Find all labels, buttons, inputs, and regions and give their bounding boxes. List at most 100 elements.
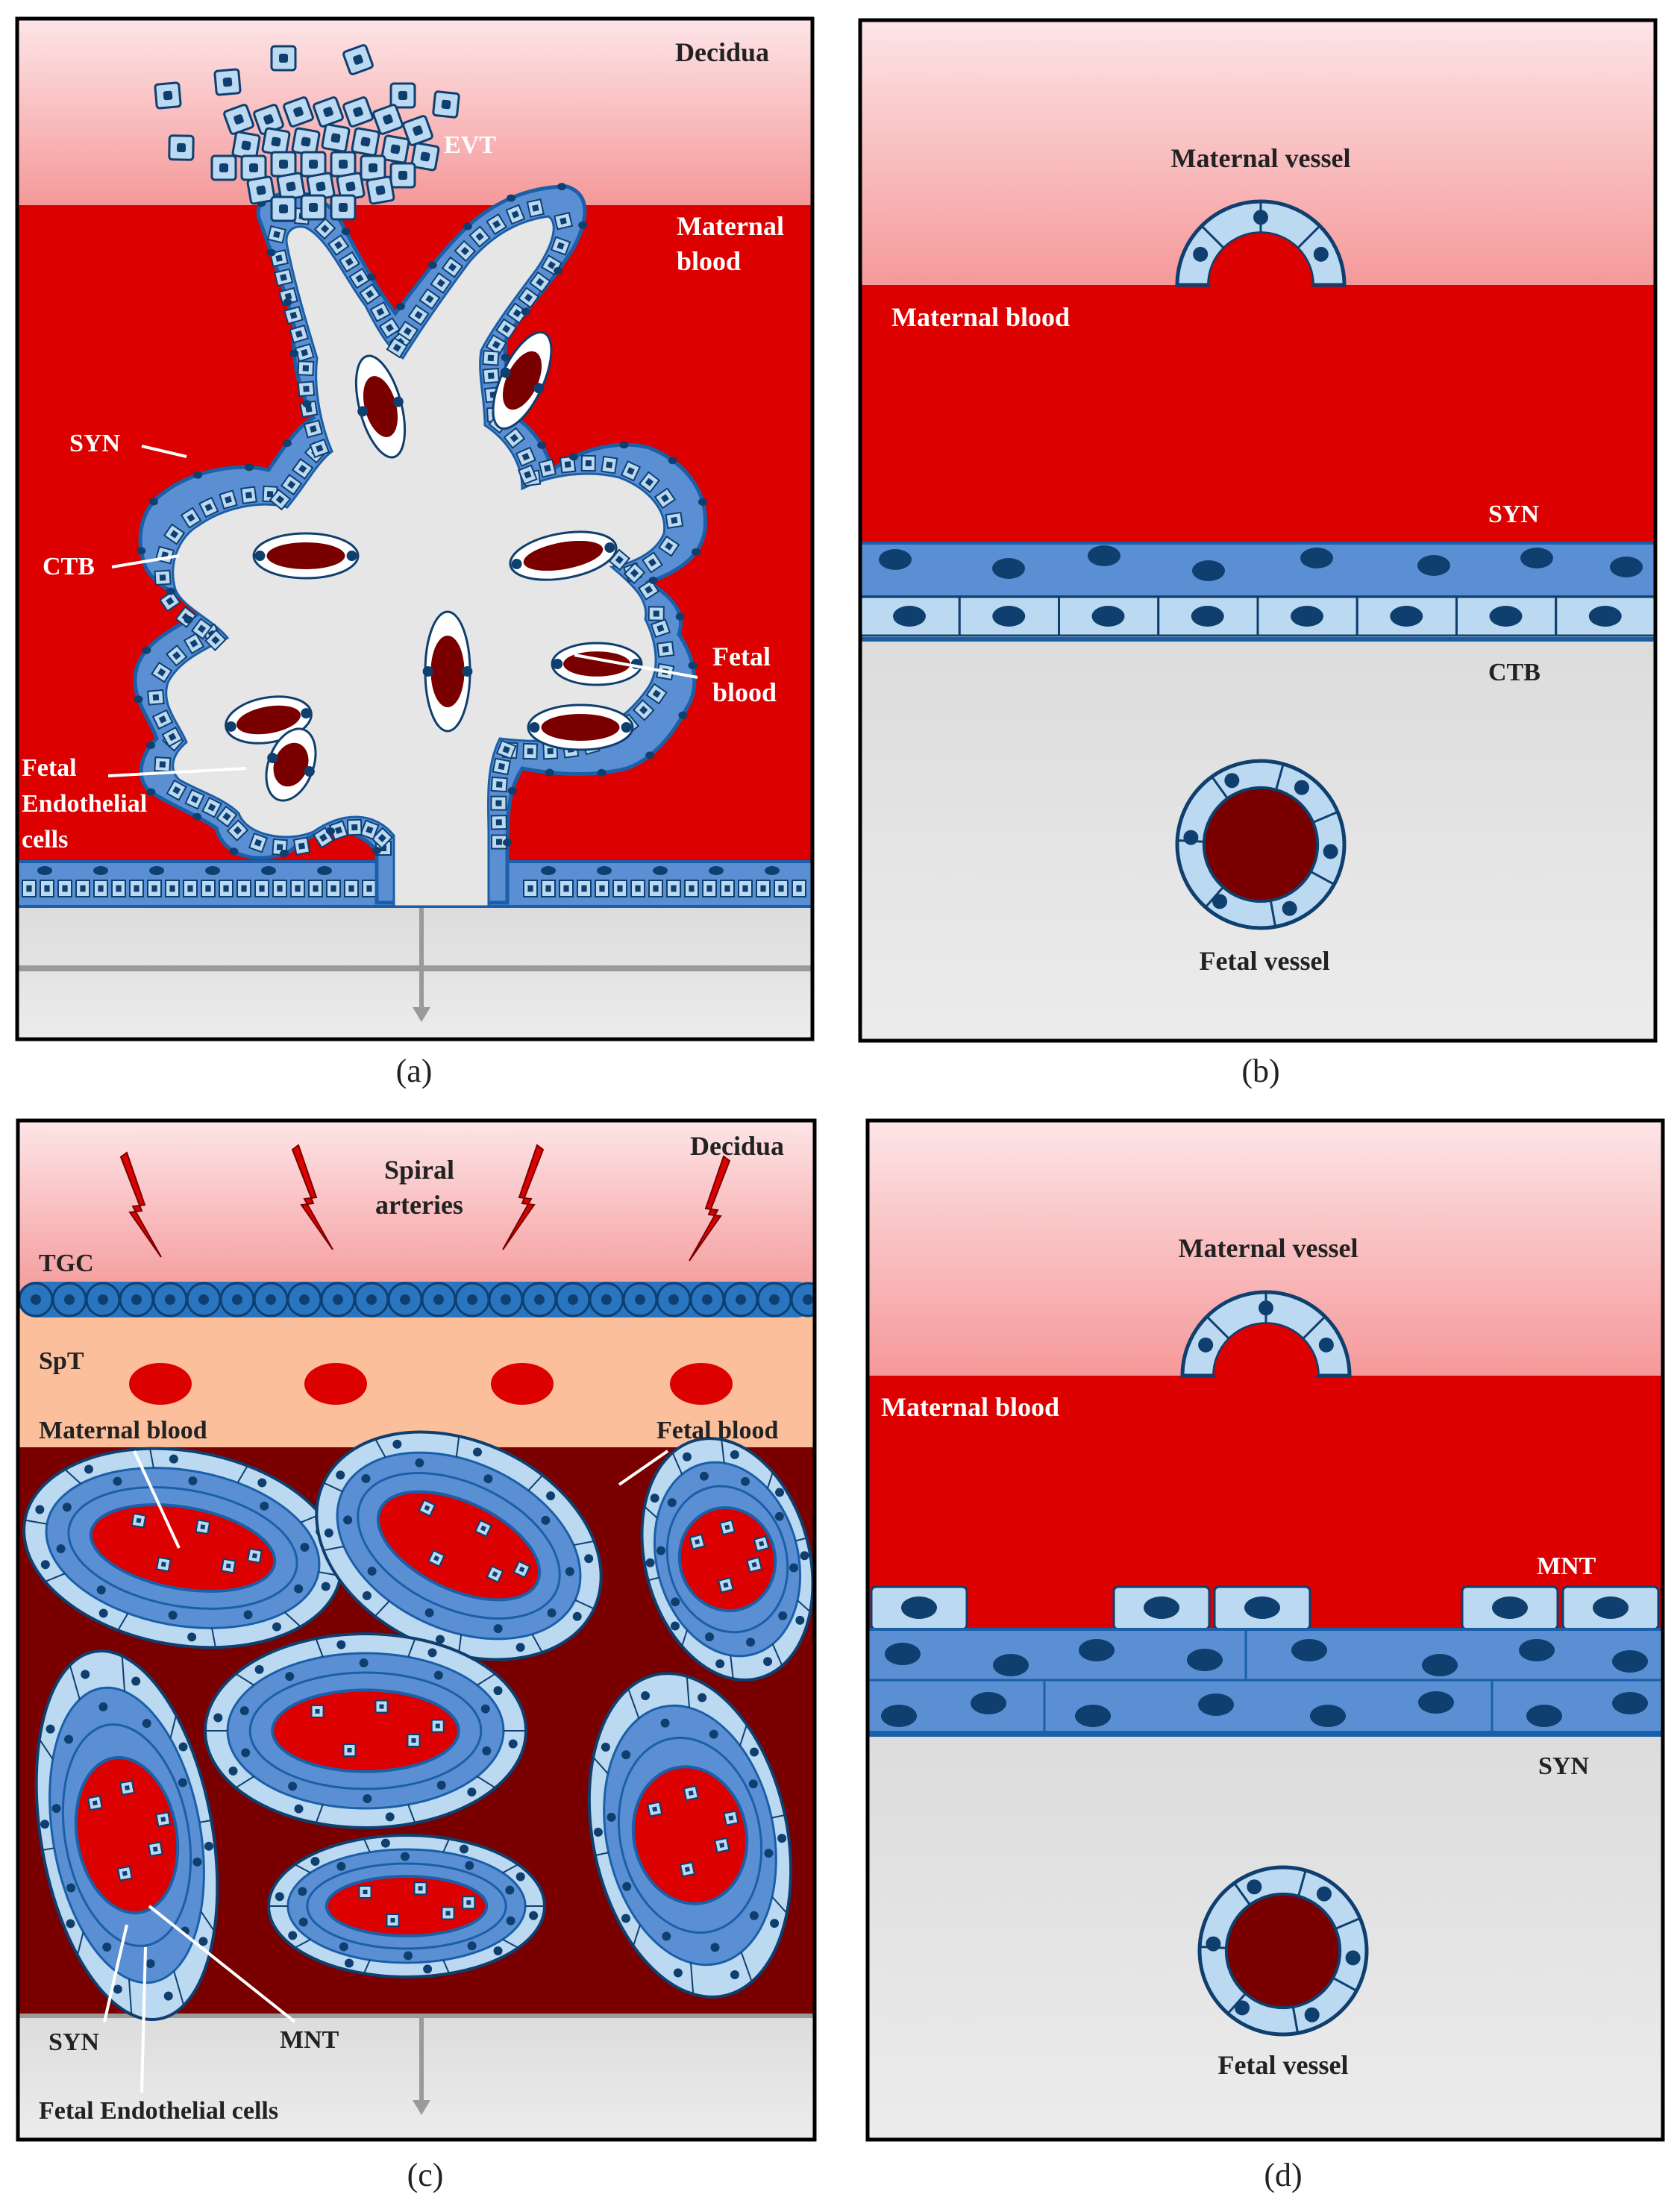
cell-border <box>502 1938 519 1949</box>
ctb-nucleus <box>564 461 571 469</box>
fetal-capillary <box>252 532 360 580</box>
label-syn-d: SYN <box>1538 1752 1589 1780</box>
vessel-lumen <box>1202 786 1320 903</box>
syn-nucleus <box>317 866 332 875</box>
evt-cell <box>154 81 182 110</box>
cell-border <box>1302 1315 1326 1340</box>
endothelial-nucleus <box>81 1670 90 1679</box>
syn-nucleus <box>93 866 108 875</box>
cell-border <box>681 1629 689 1647</box>
label-syn-c: SYN <box>48 2028 99 2056</box>
syn-nucleus <box>705 1632 715 1642</box>
maternal-blood-lumen <box>271 1688 460 1773</box>
endothelial-nucleus <box>508 1739 518 1749</box>
endothelial-nucleus <box>621 722 632 733</box>
ctb-nucleus <box>524 471 532 479</box>
ctb-nucleus <box>742 885 748 892</box>
syn-nucleus <box>359 1658 369 1668</box>
ctb-cell-group <box>240 486 257 504</box>
ctb-nucleus <box>1390 606 1423 627</box>
endothelial-nucleus <box>1316 1886 1332 1902</box>
ctb-cell-group <box>522 742 539 760</box>
cell-border <box>294 1864 311 1874</box>
syn-nucleus <box>885 1643 921 1665</box>
ctb-nucleus <box>521 452 530 461</box>
ctb-nucleus <box>475 232 484 241</box>
ctb-cell-group <box>386 336 408 359</box>
endothelial-nucleus <box>301 708 312 719</box>
fetal-capillary <box>492 330 553 430</box>
evt-cell <box>410 142 440 172</box>
syn-nucleus <box>192 1857 202 1867</box>
ctb-nucleus <box>487 372 495 380</box>
syn-nucleus <box>343 1515 353 1525</box>
evt-nucleus <box>176 142 187 153</box>
mnt-nucleus <box>466 1900 471 1905</box>
mnt-nucleus <box>136 1517 142 1523</box>
evt-nucleus <box>360 137 371 147</box>
syn-nucleus <box>433 1670 443 1680</box>
cell-border <box>627 1688 640 1719</box>
ctb-nucleus <box>376 307 385 316</box>
syn-nucleus <box>148 498 158 506</box>
ctb-nucleus <box>511 210 520 219</box>
ctb-cell-group <box>495 318 518 340</box>
ctb-cell-group <box>538 458 557 478</box>
maternal-blood-layer-b <box>860 285 1655 543</box>
evt-nucleus <box>398 91 407 100</box>
syn-nucleus <box>424 1608 434 1617</box>
evt-cell <box>360 154 386 181</box>
leader-syn-c <box>103 1924 128 2022</box>
cell-border <box>1211 776 1229 800</box>
ctb-cell-group <box>653 487 677 510</box>
panel-c-border <box>16 1118 817 2142</box>
endothelial-nucleus <box>529 1911 539 1920</box>
syn-nucleus <box>134 695 143 704</box>
vessel-lumen <box>1214 1323 1318 1376</box>
syn-nucleus <box>367 1567 377 1576</box>
capillary-lumen <box>266 542 345 569</box>
syn-nucleus <box>300 1543 310 1552</box>
evt-nucleus <box>222 77 233 87</box>
ctb-cell-group <box>637 579 660 601</box>
evt-nucleus <box>309 160 318 169</box>
cell-border <box>771 1896 788 1914</box>
ctb-cell-group <box>486 213 507 236</box>
endothelial-nucleus <box>321 1582 330 1591</box>
cell-border <box>690 1962 695 1995</box>
ctb-cell-group <box>280 474 303 496</box>
endothelial-nucleus <box>324 1528 333 1538</box>
vessel-lumen <box>1224 1892 1342 2010</box>
mnt-nucleus <box>200 1524 206 1530</box>
syn-nucleus <box>137 547 146 555</box>
syn-nucleus <box>648 577 658 585</box>
evt-nucleus <box>256 185 266 195</box>
endothelial-nucleus <box>304 766 315 777</box>
cell-border <box>315 1804 324 1823</box>
ctb-cell-group <box>503 427 526 449</box>
cell-border <box>211 1628 216 1648</box>
ctb-nucleus <box>992 606 1026 627</box>
syn-nucleus <box>193 471 203 479</box>
mnt-cells <box>870 1585 1660 1631</box>
evt-nucleus <box>390 144 401 154</box>
cell-border <box>633 1924 641 1946</box>
ctb-nucleus <box>245 492 253 499</box>
label-fetal-endo-c: Fetal Endothelial cells <box>39 2097 278 2125</box>
evt-cell <box>432 90 460 119</box>
ctb-nucleus <box>630 568 639 577</box>
mnt-nucleus <box>390 1918 395 1923</box>
evt-cell <box>330 151 357 178</box>
endothelial-nucleus <box>98 1608 108 1618</box>
ctb-nucleus <box>487 354 495 362</box>
label-fetal-vessel-b: Fetal vessel <box>1200 946 1330 976</box>
ctb-cell-group <box>505 204 526 225</box>
syn-nucleus <box>298 1917 308 1927</box>
ctb-nucleus <box>275 495 285 504</box>
tgc-nucleus <box>635 1294 645 1305</box>
endothelial-nucleus <box>621 1914 630 1923</box>
syn-nucleus <box>37 866 52 875</box>
cell-border <box>592 1756 609 1775</box>
cell-border <box>235 1776 254 1789</box>
cell-border <box>315 1638 324 1658</box>
